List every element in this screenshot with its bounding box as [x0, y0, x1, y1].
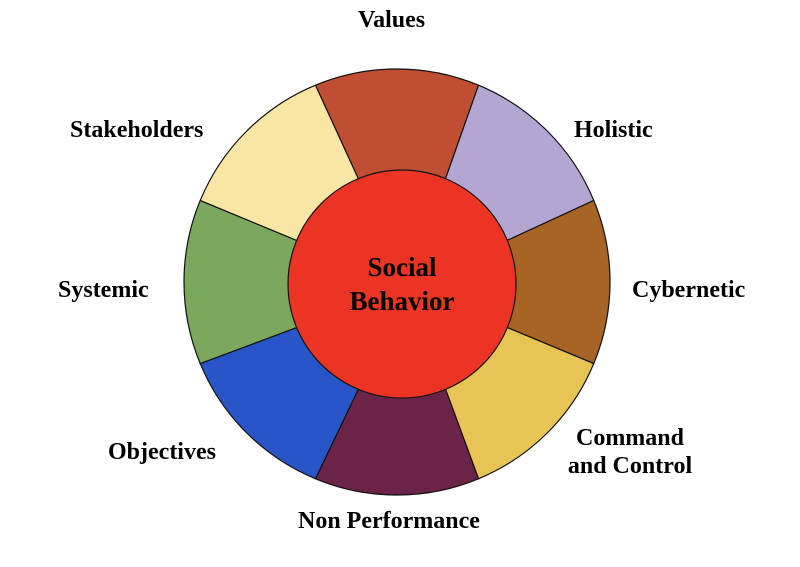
label-non-performance: Non Performance	[298, 508, 480, 534]
label-stakeholders: Stakeholders	[70, 117, 204, 143]
center-label-line2: Behavior	[349, 286, 455, 316]
label-systemic: Systemic	[58, 277, 149, 303]
label-cybernetic: Cybernetic	[632, 277, 746, 303]
center-circle	[287, 169, 517, 399]
label-command-and-control: Command and Control	[555, 424, 705, 480]
label-holistic: Holistic	[574, 117, 653, 143]
label-values: Values	[358, 7, 426, 33]
label-command-line2: and Control	[567, 453, 693, 479]
center-label-line1: Social	[367, 252, 437, 282]
center-label: Social Behavior	[302, 250, 502, 318]
label-command-line1: Command	[575, 425, 684, 451]
label-objectives: Objectives	[108, 439, 216, 465]
